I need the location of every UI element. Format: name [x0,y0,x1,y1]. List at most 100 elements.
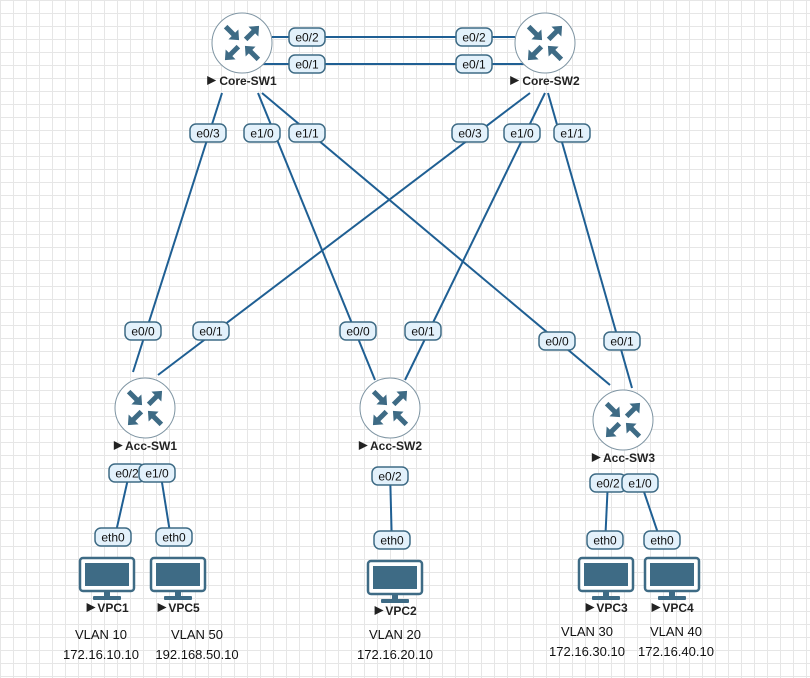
router-icon [211,12,273,74]
router-arrows-icon [526,24,564,62]
ip-address: 172.16.20.10 [357,647,433,662]
node-vpc1[interactable]: VPC1 [78,556,136,615]
node-core-sw1[interactable]: Core-SW1 [207,12,277,88]
interface-label: e1/0 [138,463,176,483]
svg-text:e1/0: e1/0 [250,127,274,141]
node-label: Core-SW1 [219,74,277,88]
ip-address: 172.16.10.10 [63,647,139,662]
interface-label: e1/0 [621,473,659,493]
svg-text:e0/2: e0/2 [462,31,486,45]
vlan-note: VLAN 40 172.16.40.10 [616,622,736,662]
interface-label: e1/0 [243,123,281,143]
node-label: Acc-SW2 [370,439,422,453]
interface-label: eth0 [373,530,411,550]
interface-label: e0/1 [603,331,641,351]
interface-label: eth0 [643,530,681,550]
interface-label: e1/1 [288,123,326,143]
interface-label: eth0 [586,530,624,550]
svg-text:e0/1: e0/1 [610,335,634,349]
vlan-note: VLAN 30 172.16.30.10 [527,622,647,662]
router-arrows-icon [604,401,642,439]
play-icon [113,441,123,450]
node-label: VPC3 [596,601,628,615]
node-label: VPC1 [97,601,129,615]
router-arrows-icon [223,24,261,62]
svg-text:e0/2: e0/2 [115,467,139,481]
node-acc-sw2[interactable]: Acc-SW2 [358,377,423,453]
node-core-sw2[interactable]: Core-SW2 [510,12,580,88]
svg-text:eth0: eth0 [650,534,674,548]
play-icon [157,603,167,612]
node-acc-sw1[interactable]: Acc-SW1 [113,377,178,453]
router-icon [359,377,421,439]
svg-text:e0/1: e0/1 [199,325,223,339]
node-label: Core-SW2 [522,74,580,88]
interface-label: eth0 [155,527,193,547]
node-label: Acc-SW1 [125,439,177,453]
interface-label: e1/1 [553,123,591,143]
svg-text:e0/2: e0/2 [378,470,402,484]
interface-labels: e0/2 e0/2 e0/1 e0/1 e0/3 e0/0 e1/0 e0/0 e1/1 e0/0… [94,27,681,550]
node-label: VPC4 [662,601,694,615]
interface-label: e0/0 [124,321,162,341]
play-icon [510,76,520,85]
play-icon [591,453,601,462]
node-vpc3[interactable]: VPC3 [577,556,635,615]
vlan-label: VLAN 40 [649,624,703,639]
interface-label: e0/2 [288,27,326,47]
router-icon [114,377,176,439]
svg-text:e0/3: e0/3 [458,127,482,141]
play-icon [651,603,661,612]
svg-text:eth0: eth0 [162,531,186,545]
node-label: VPC5 [168,601,200,615]
svg-text:e1/0: e1/0 [145,467,169,481]
interface-label: e0/1 [192,321,230,341]
svg-text:e1/0: e1/0 [628,477,652,491]
router-icon [592,389,654,451]
play-icon [374,606,384,615]
play-icon [358,441,368,450]
interface-label: e0/2 [455,27,493,47]
svg-text:e0/2: e0/2 [295,31,319,45]
vlan-label: VLAN 50 [170,627,224,642]
svg-text:e0/2: e0/2 [596,477,620,491]
play-icon [585,603,595,612]
svg-text:e0/0: e0/0 [131,325,155,339]
svg-text:e0/1: e0/1 [411,325,435,339]
node-label: VPC2 [385,604,417,618]
vlan-label: VLAN 20 [368,627,422,642]
svg-text:eth0: eth0 [101,531,125,545]
svg-text:eth0: eth0 [380,534,404,548]
vlan-note: VLAN 10 172.16.10.10 [41,625,161,665]
router-arrows-icon [126,389,164,427]
svg-text:e0/0: e0/0 [346,325,370,339]
router-arrows-icon [371,389,409,427]
interface-label: e0/2 [371,466,409,486]
node-vpc5[interactable]: VPC5 [149,556,207,615]
interface-label: eth0 [94,527,132,547]
vlan-note: VLAN 20 172.16.20.10 [335,625,455,665]
interface-label: e0/0 [339,321,377,341]
interface-label: e0/2 [589,473,627,493]
svg-text:e1/1: e1/1 [295,127,319,141]
play-icon [86,603,96,612]
node-vpc4[interactable]: VPC4 [643,556,701,615]
vlan-label: VLAN 30 [560,624,614,639]
play-icon [207,76,217,85]
interface-label: e0/1 [455,54,493,74]
interface-label: e0/1 [288,54,326,74]
svg-text:eth0: eth0 [593,534,617,548]
ip-address: 172.16.30.10 [549,644,625,659]
vlan-label: VLAN 10 [74,627,128,642]
interface-label: e0/1 [404,321,442,341]
svg-text:e1/0: e1/0 [510,127,534,141]
interface-label: e0/3 [189,123,227,143]
node-label: Acc-SW3 [603,451,655,465]
svg-text:e0/0: e0/0 [545,335,569,349]
ip-address: 172.16.40.10 [638,644,714,659]
node-vpc2[interactable]: VPC2 [366,559,424,618]
node-acc-sw3[interactable]: Acc-SW3 [591,389,656,465]
